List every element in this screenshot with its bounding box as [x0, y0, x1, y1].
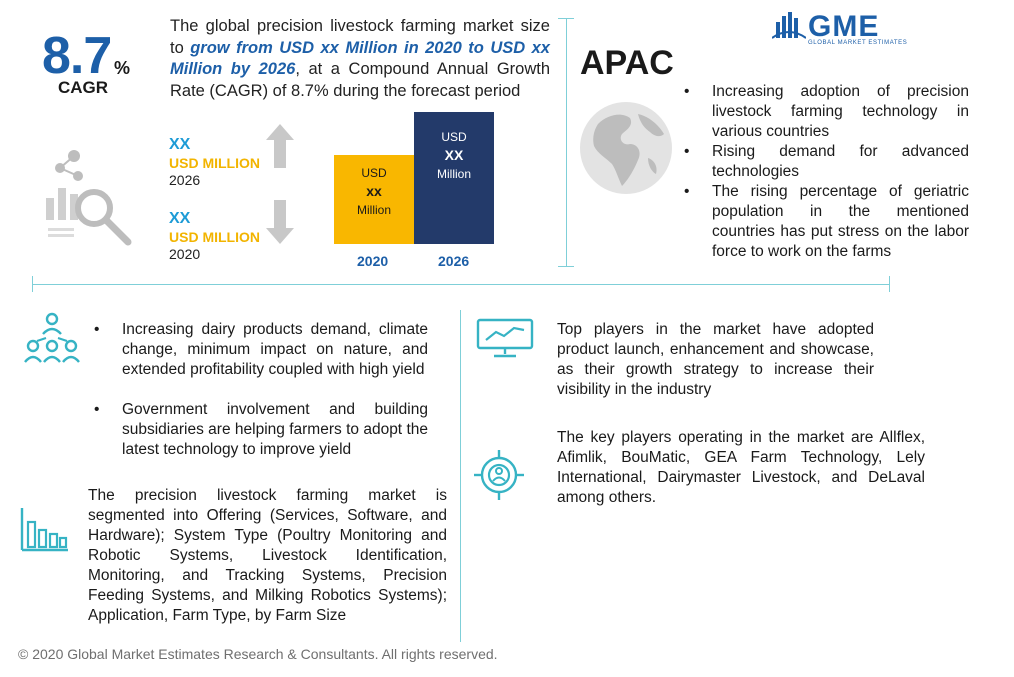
- chart-bar-2020: USD xx Million: [334, 155, 414, 244]
- market-2026-value: XX: [169, 136, 191, 153]
- region-title: APAC: [580, 44, 674, 82]
- region-bullet: Increasing adoption of precision livesto…: [684, 82, 969, 142]
- cagr-label: CAGR: [58, 78, 109, 97]
- intro-paragraph: The global precision livestock farming m…: [170, 16, 550, 102]
- divider-h-cap-left: [32, 276, 33, 292]
- target-person-icon: [474, 450, 524, 500]
- bar-2020-line1: USD: [361, 166, 387, 180]
- intro-text-before: The global precision livestock farming m…: [170, 17, 550, 57]
- divider-cap-top: [558, 18, 574, 19]
- region-bullets: Increasing adoption of precision livesto…: [684, 82, 969, 262]
- logo-globe-icon: [772, 12, 806, 39]
- region-bullet: Rising demand for advanced technologies: [684, 142, 969, 182]
- market-2020-year: 2020: [169, 246, 201, 262]
- intro-text-after: , at a Compound Annual Growth Rate (CAGR…: [170, 60, 551, 100]
- bar-2026-line2: XX: [444, 147, 464, 163]
- market-2020-unit: USD MILLION: [169, 229, 260, 245]
- market-2020-value: XX: [169, 210, 191, 227]
- divider-vertical-top: [566, 18, 567, 266]
- arrow-up-icon: [266, 124, 294, 168]
- key-players-paragraph: The key players operating in the market …: [557, 429, 925, 506]
- arrow-down-icon: [266, 200, 294, 244]
- strategy-paragraph: Top players in the market have adopted p…: [557, 321, 874, 398]
- chart-tick-2020: 2020: [357, 253, 389, 269]
- cagr-value: 8.7: [42, 27, 112, 85]
- chart-tick-2026: 2026: [438, 253, 470, 269]
- bar-2020-line3: Million: [356, 203, 391, 217]
- market-2026-year: 2026: [169, 172, 201, 188]
- logo-subtitle: GLOBAL MARKET ESTIMATES: [808, 40, 908, 46]
- divider-vertical-bottom: [460, 310, 461, 642]
- bar-2026-line1: USD: [441, 130, 467, 144]
- bar-2020-line2: xx: [366, 183, 382, 199]
- logo-text: GME: [808, 10, 880, 43]
- market-2026-unit: USD MILLION: [169, 155, 260, 171]
- region-bullet: The rising percentage of geriatric popul…: [684, 182, 969, 262]
- analytics-search-icon: [46, 150, 132, 246]
- network-people-icon: [24, 312, 80, 363]
- intro-highlight: grow from USD xx Million in 2020 to USD …: [170, 38, 550, 79]
- monitor-chart-icon: [476, 318, 534, 358]
- cagr-percent: %: [114, 58, 131, 78]
- bar-2026-line3: Million: [436, 167, 471, 181]
- drivers-list: Increasing dairy products demand, climat…: [94, 320, 428, 480]
- globe-icon: [580, 102, 672, 194]
- bar-chart-icon: [20, 508, 68, 552]
- driver-item: Government involvement and building subs…: [94, 400, 428, 460]
- copyright-footer: © 2020 Global Market Estimates Research …: [18, 646, 498, 662]
- segmentation-paragraph: The precision livestock farming market i…: [88, 487, 447, 624]
- driver-item: Increasing dairy products demand, climat…: [94, 320, 428, 380]
- divider-cap-bottom: [558, 266, 574, 267]
- divider-h-cap-right: [889, 276, 890, 292]
- chart-bar-2026: USD XX Million: [414, 112, 494, 244]
- divider-horizontal: [32, 284, 890, 285]
